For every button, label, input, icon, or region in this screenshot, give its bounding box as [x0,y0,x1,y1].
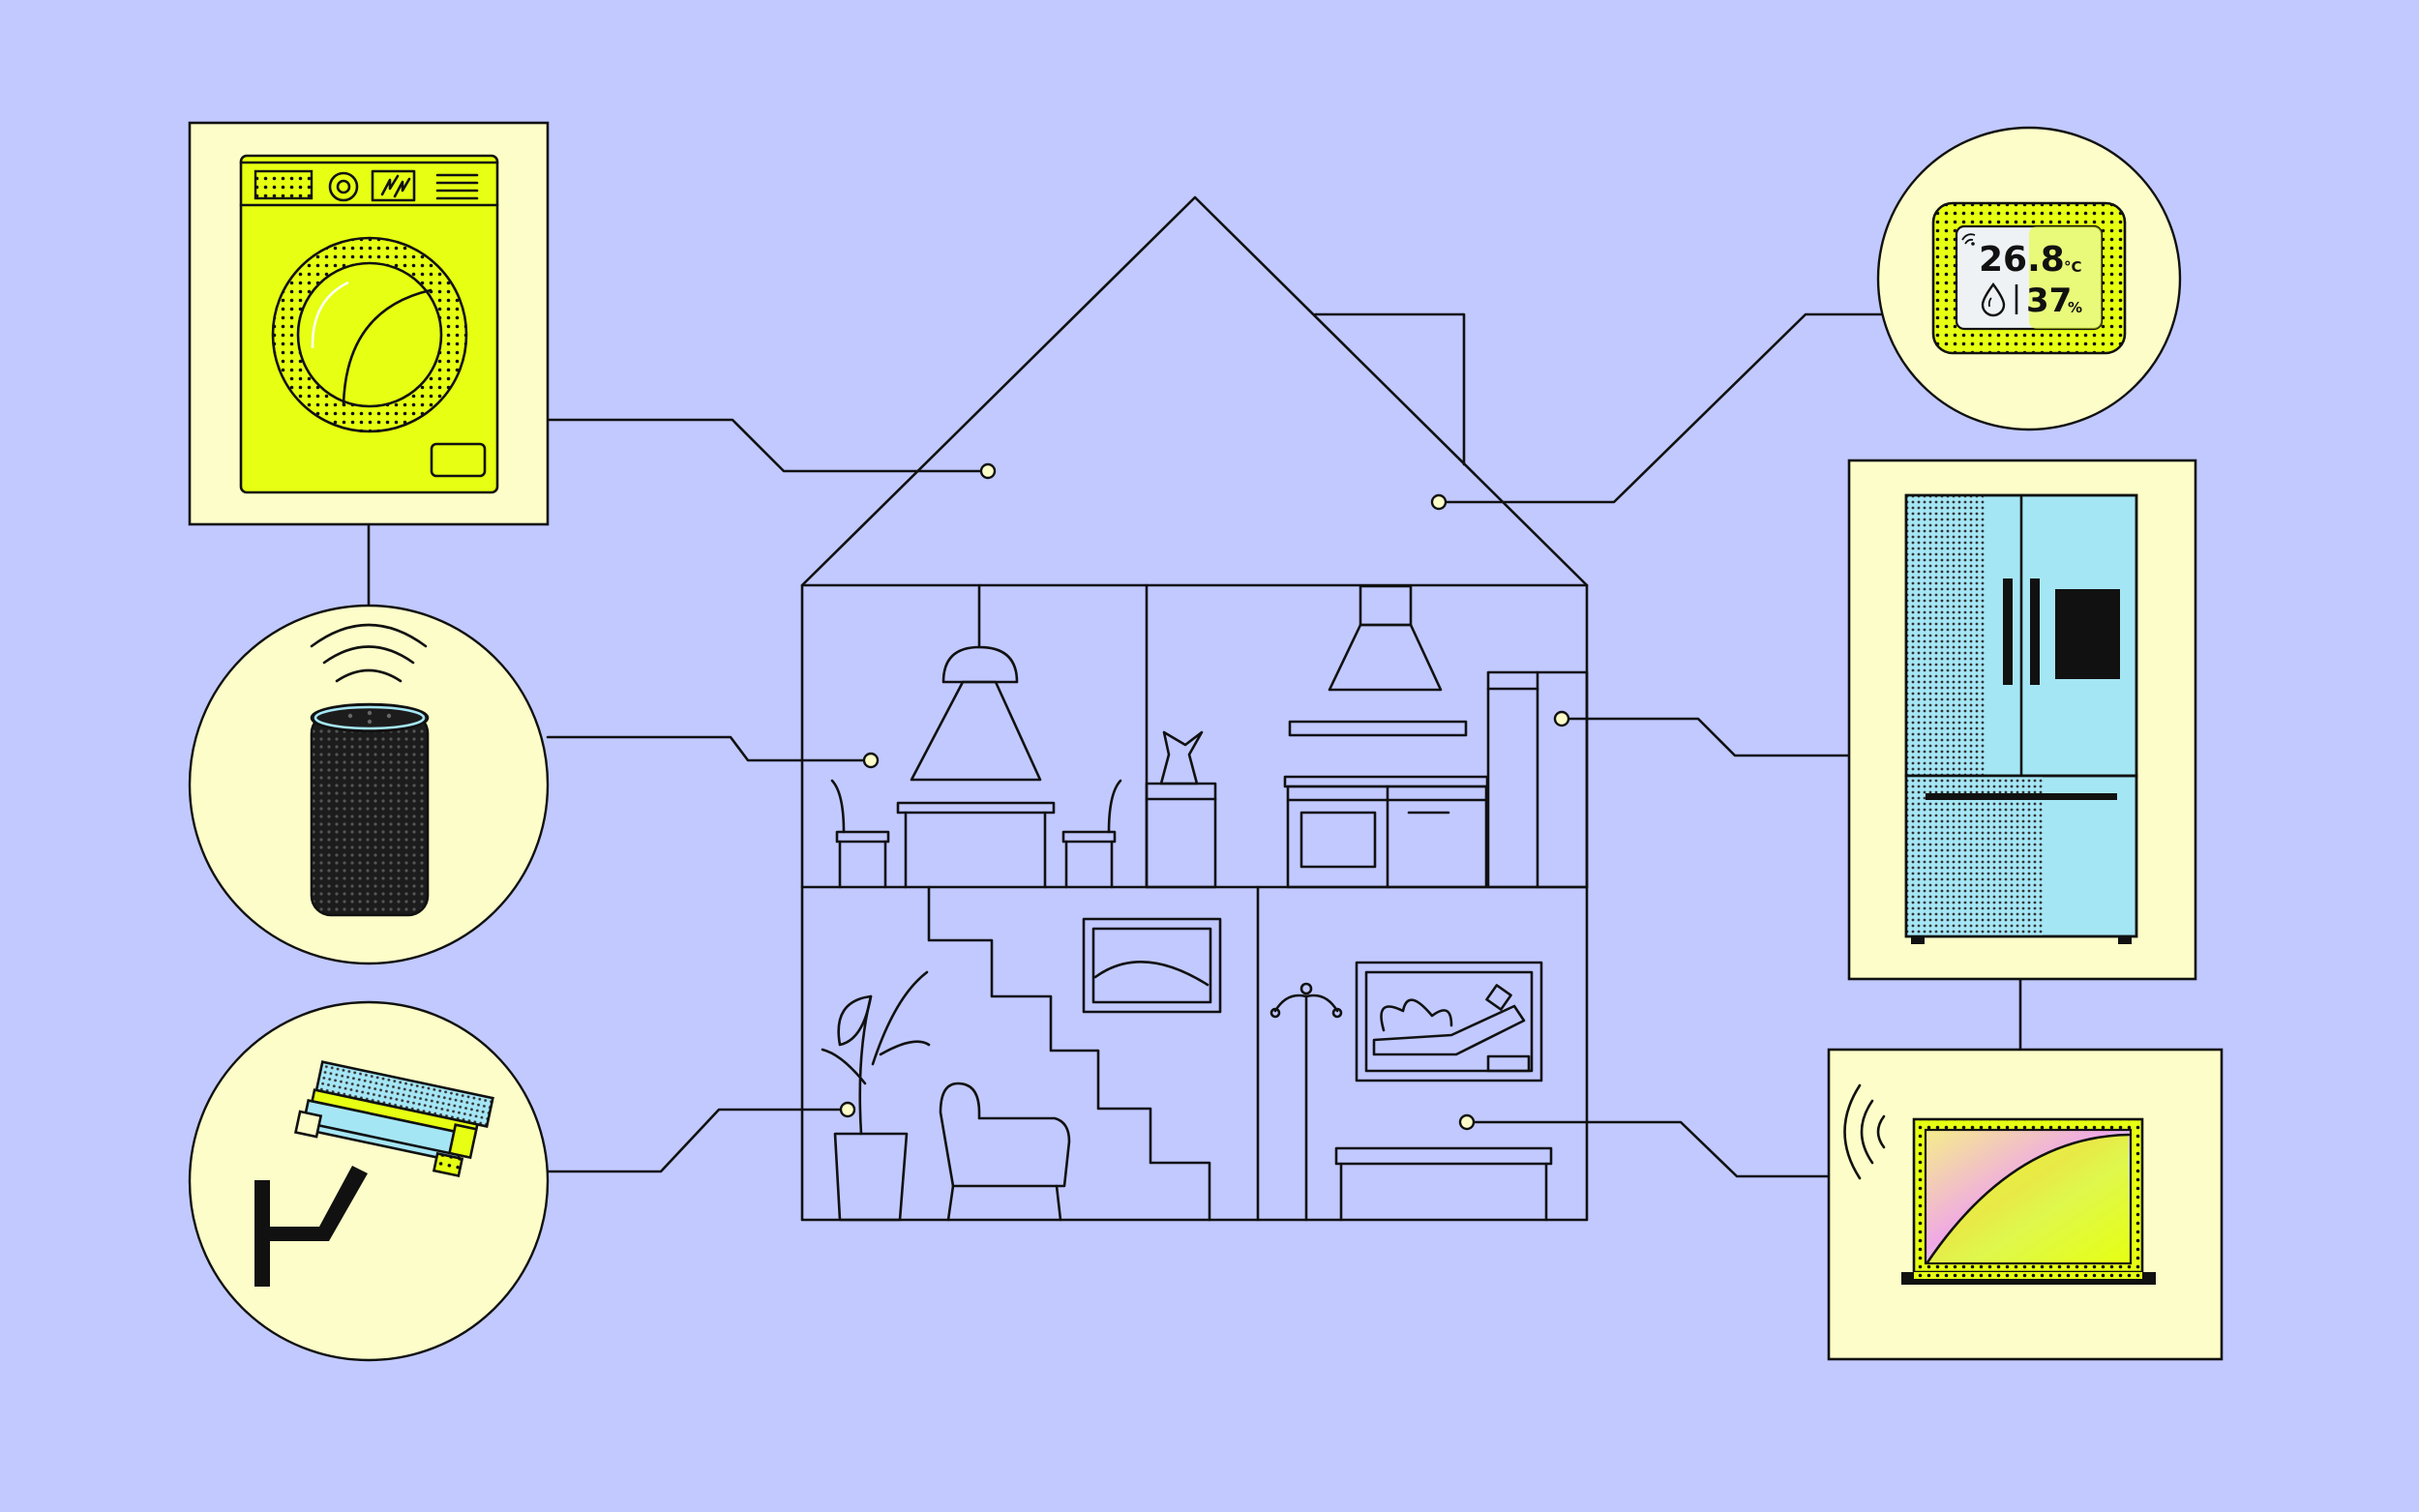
washing-machine-icon [239,154,499,494]
security-camera-node[interactable] [188,1000,550,1362]
node-dot-speaker [862,752,880,769]
laptop-card[interactable] [1827,1048,2224,1361]
thermostat-temperature: 26.8 [1979,240,2065,280]
node-dot-thermostat [1430,493,1448,511]
connector-thermostat [1437,312,1883,504]
dining-room [830,583,1122,889]
connector-roof-bracket [1313,312,1466,466]
thermostat-node[interactable]: 26.8 °C 37 % [1876,126,2182,431]
node-dot-washer [979,462,997,480]
smart-speaker-icon [310,623,430,917]
security-camera-icon [254,1060,494,1287]
node-dot-fridge [1553,710,1570,727]
kitchen [1145,584,1589,889]
refrigerator-icon [1904,493,2138,944]
thermostat-temperature-unit: °C [2064,258,2082,276]
connector-lines [367,312,2022,1178]
connector-refrigerator [1560,717,1851,757]
node-dot-laptop [1458,1113,1476,1131]
washing-machine-card[interactable] [188,121,550,526]
connector-smart-speaker [546,735,873,762]
thermostat-humidity: 37 [2026,282,2072,320]
laptop-icon [1843,1083,2156,1285]
smart-speaker-node[interactable] [188,604,550,965]
thermostat-icon [1931,201,2127,355]
node-dot-camera [839,1101,856,1118]
bedroom [1269,961,1553,1222]
refrigerator-card[interactable] [1847,459,2197,981]
connector-laptop [1465,1120,1831,1178]
connector-security-camera [546,1108,850,1173]
house-roof [800,195,1589,587]
thermostat-humidity-unit: % [2068,299,2082,316]
connector-washing-machine [546,418,990,473]
house-body [800,583,1589,1222]
living-room [821,885,1222,1222]
house-cross-section [800,195,1589,1222]
